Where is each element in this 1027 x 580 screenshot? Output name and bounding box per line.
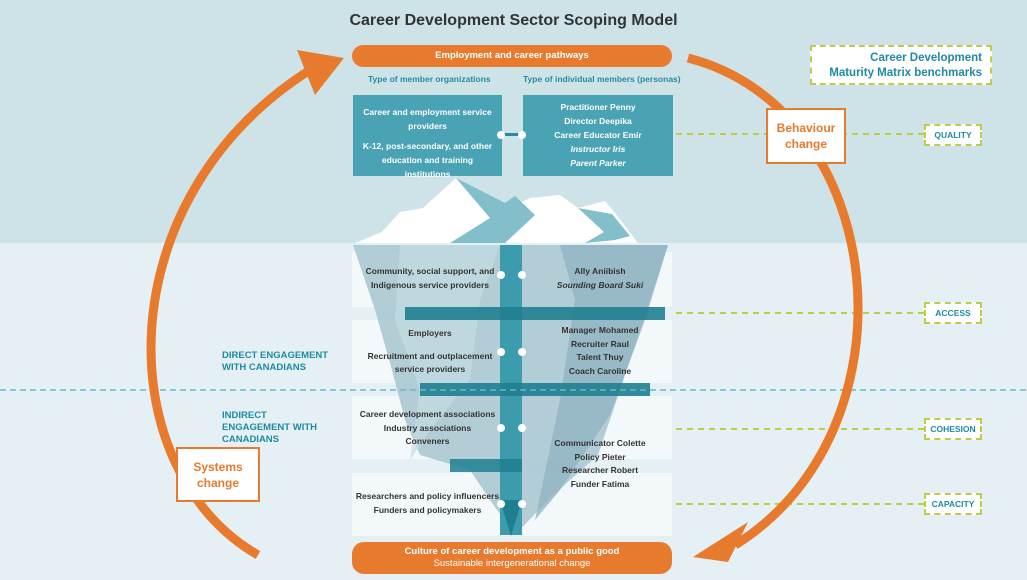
top-org-item: Career and employment service providers [363, 107, 492, 131]
persona: Practitioner Penny [560, 102, 636, 112]
persona: Recruiter Raul [570, 338, 630, 349]
persona: Director Deepika [564, 116, 632, 126]
direct-engagement-label: DIRECT ENGAGEMENT WITH CANADIANS [222, 350, 329, 373]
persona: Manager Mohamed [561, 325, 639, 335]
behaviour-change-line2: change [784, 137, 827, 151]
org-item: Funders and policymakers [373, 504, 482, 515]
benchmarks-title-box: Career Development Maturity Matrix bench… [810, 45, 992, 85]
public-good-subtitle: Sustainable intergenerational change [433, 558, 591, 569]
top-org-box: Career and employment service providers … [353, 95, 502, 179]
connector-dot [497, 500, 505, 508]
iceberg-band-3 [450, 459, 522, 472]
persona: Policy Pieter [574, 451, 626, 462]
row3-orgs: Career development associations Industry… [355, 408, 500, 449]
persona: Communicator Colette [554, 438, 646, 448]
public-good-pill: Culture of career development as a publi… [352, 542, 672, 574]
persona: Talent Thuy [576, 352, 624, 362]
benchmark-cohesion: COHESION [924, 418, 982, 440]
behaviour-change-arrow-arc [686, 53, 863, 549]
org-item: Conveners [405, 436, 450, 446]
systems-change-box: Systems change [176, 447, 260, 502]
persona: Researcher Robert [561, 465, 639, 475]
benchmarks-title-line1: Career Development [870, 52, 982, 64]
iceberg-tip-shade-2 [578, 208, 630, 243]
org-item: Employers [408, 328, 452, 338]
diagram-title: Career Development Sector Scoping Model [349, 12, 678, 29]
row4-orgs: Researchers and policy influencers Funde… [355, 490, 500, 517]
org-item: Researchers and policy influencers [355, 491, 500, 501]
iceberg-underwater-light [395, 245, 500, 460]
employment-pathways-pill: Employment and career pathways [352, 45, 672, 67]
systems-change-line2: change [196, 476, 239, 490]
top-persona-box: Practitioner Penny Director Deepika Care… [523, 95, 673, 176]
org-item: Industry associations [383, 422, 472, 433]
behaviour-change-arrowhead [693, 522, 748, 562]
row1-personas: Ally Aniibish Sounding Board Suki [530, 265, 670, 292]
persona-column-header: Type of individual members (personas) [523, 74, 681, 84]
connector-dot [497, 424, 505, 432]
iceberg-tip-shade-1 [450, 178, 535, 243]
connector-dot [518, 500, 526, 508]
benchmark-quality: QUALITY [924, 124, 982, 146]
connector-dot [518, 348, 526, 356]
persona: Sounding Board Suki [556, 279, 644, 290]
iceberg-spine-tip [500, 500, 522, 536]
connector-dot [497, 131, 505, 139]
connector-link [503, 133, 520, 136]
behaviour-change-line1: Behaviour [776, 121, 836, 135]
org-item: Career development associations [359, 409, 496, 419]
systems-change-line1: Systems [193, 460, 243, 474]
benchmark-capacity: CAPACITY [924, 493, 982, 515]
persona: Ally Aniibish [574, 266, 626, 276]
connector-dot [497, 348, 505, 356]
row2-personas: Manager Mohamed Recruiter Raul Talent Th… [530, 324, 670, 378]
systems-change-arrowhead [297, 50, 344, 95]
benchmarks-title-line2: Maturity Matrix benchmarks [829, 67, 982, 79]
public-good-title: Culture of career development as a publi… [404, 546, 620, 557]
benchmark-access: ACCESS [924, 302, 982, 324]
top-org-item: K-12, post-secondary, and other educatio… [362, 141, 493, 179]
connector-dot [497, 271, 505, 279]
persona: Parent Parker [570, 158, 626, 168]
iceberg-tip [355, 178, 638, 243]
persona: Coach Caroline [568, 365, 632, 376]
persona: Funder Fatima [570, 478, 630, 489]
row2-orgs: Employers Recruitment and outplacement s… [360, 327, 500, 377]
connector-dot [518, 271, 526, 279]
persona: Instructor Iris [570, 144, 626, 154]
org-item: Recruitment and outplacement service pro… [367, 350, 493, 375]
behaviour-change-box: Behaviour change [766, 108, 846, 164]
row3-personas: Communicator Colette Policy Pieter Resea… [530, 437, 670, 491]
systems-change-arrow-arc [146, 66, 313, 559]
connector-dot [518, 424, 526, 432]
row1-orgs: Community, social support, and Indigenou… [360, 265, 500, 292]
persona: Career Educator Emir [554, 130, 642, 140]
org-column-header: Type of member organizations [368, 74, 491, 84]
iceberg-band-1 [405, 307, 665, 320]
org-item: Community, social support, and Indigenou… [365, 266, 495, 290]
indirect-engagement-label: INDIRECT ENGAGEMENT WITH CANADIANS [222, 410, 317, 445]
connector-dot [518, 131, 526, 139]
